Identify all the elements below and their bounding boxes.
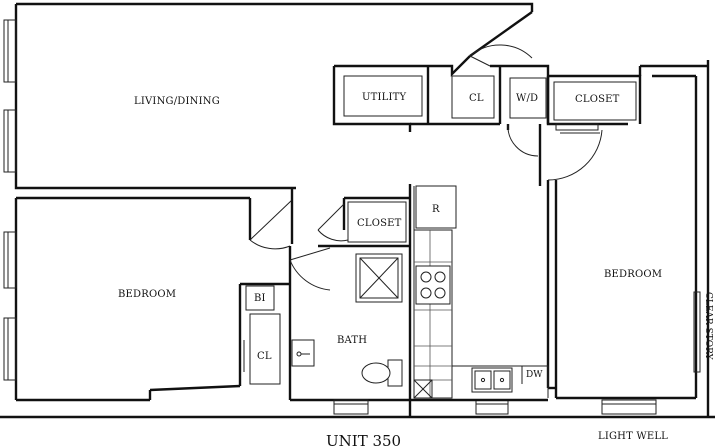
refrigerator <box>415 185 457 229</box>
exterior-walls <box>0 2 715 419</box>
label-dishwasher: DW <box>526 370 543 380</box>
closet-right-box <box>553 81 637 121</box>
kitchen-sink <box>471 367 513 393</box>
utility-box <box>343 75 423 117</box>
label-bedroom-right: BEDROOM <box>604 269 662 280</box>
closet-mid-box <box>347 201 407 243</box>
left-windows <box>3 19 17 381</box>
bath-fixtures <box>291 253 403 387</box>
light-well-note: LIGHT WELL <box>598 431 668 442</box>
cl-top-box <box>451 75 495 119</box>
label-closet-mid: CLOSET <box>357 218 402 229</box>
bottom-windows <box>333 398 657 415</box>
label-refrigerator: R <box>432 204 440 215</box>
bath-sink <box>291 339 315 367</box>
utility-strip <box>332 44 708 186</box>
label-utility: UTILITY <box>362 92 407 103</box>
living-walls <box>16 188 294 250</box>
closet-fixtures <box>343 75 637 243</box>
label-cl-bottom: CL <box>257 351 272 362</box>
plan-title: UNIT 350 <box>326 432 401 448</box>
toilet-bowl <box>361 362 391 384</box>
wd-box <box>509 77 547 119</box>
kitchen <box>413 185 549 399</box>
label-bedroom-left: BEDROOM <box>118 289 176 300</box>
label-bi: BI <box>254 293 266 304</box>
right-bedroom-walls <box>546 74 701 400</box>
label-cl-top: CL <box>469 93 484 104</box>
label-wd: W/D <box>516 93 538 104</box>
center-walls <box>148 184 412 417</box>
stove <box>415 265 451 305</box>
label-living-dining: LIVING/DINING <box>134 96 220 107</box>
label-closet-right: CLOSET <box>575 94 620 105</box>
clear-story-note: CLEAR STORY <box>703 292 713 361</box>
label-bath: BATH <box>337 335 367 346</box>
